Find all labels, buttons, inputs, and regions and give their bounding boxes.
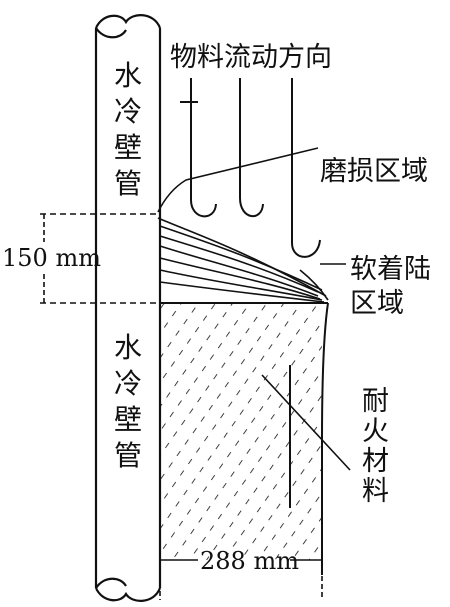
svg-text:壁: 壁 [114, 131, 142, 164]
svg-text:料: 料 [362, 476, 389, 507]
height-dimension [40, 213, 158, 304]
svg-text:管: 管 [114, 167, 142, 200]
refractory-outline [160, 302, 329, 575]
flow-direction-label: 物料流动方向 [170, 42, 332, 73]
water-wall-label-upper: 水 冷 壁 管 [114, 59, 142, 200]
height-dimension-label: 150 mm [2, 244, 101, 272]
refractory-hatch [160, 303, 322, 560]
refractory-label: 耐 火 材 料 [362, 386, 389, 507]
wear-zone-label: 磨损区域 [320, 156, 428, 187]
svg-text:耐: 耐 [362, 386, 389, 417]
width-dimension [159, 520, 323, 600]
svg-text:水: 水 [114, 59, 142, 92]
svg-text:冷: 冷 [114, 367, 142, 400]
width-dimension-label: 288 mm [200, 547, 299, 575]
svg-text:火: 火 [362, 416, 389, 447]
flow-arrows [180, 78, 321, 258]
svg-text:水: 水 [114, 331, 142, 364]
svg-text:管: 管 [114, 439, 142, 472]
soft-landing-label-line1: 软着陆 [350, 254, 431, 285]
leader-lines [157, 147, 351, 471]
soft-landing-label-line2: 区域 [350, 288, 404, 319]
svg-text:壁: 壁 [114, 403, 142, 436]
water-wall-label-lower: 水 冷 壁 管 [114, 331, 142, 472]
svg-text:冷: 冷 [114, 95, 142, 128]
svg-text:材: 材 [362, 446, 389, 477]
soft-landing-wedge [157, 217, 329, 303]
